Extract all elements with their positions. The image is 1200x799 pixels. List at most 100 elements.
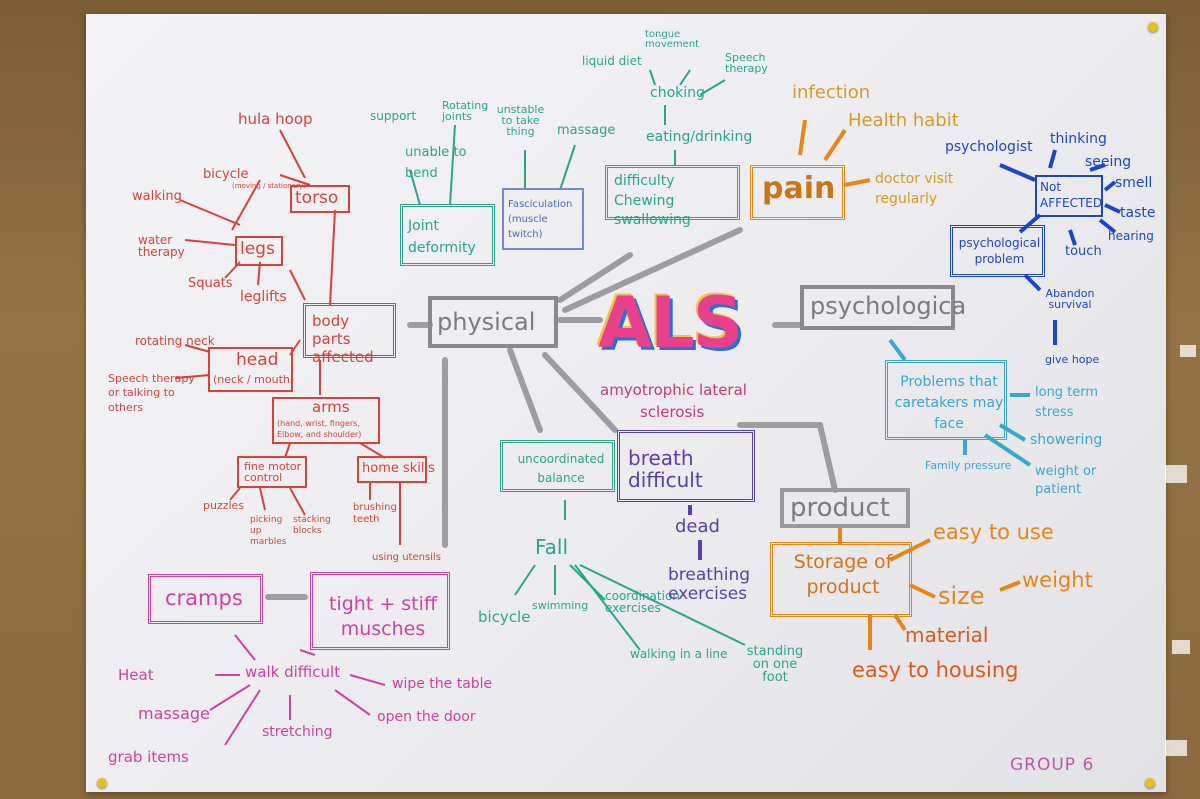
group-label: GROUP 6 bbox=[1010, 755, 1095, 775]
wipe-table-label: wipe the table bbox=[392, 676, 493, 692]
tongue-movement-label: tongue movement bbox=[645, 29, 700, 50]
pin-bottom-right bbox=[1145, 778, 1155, 788]
material-label: material bbox=[905, 623, 989, 647]
psych-problem-box bbox=[950, 225, 1045, 277]
bicycle-label: bicycle bbox=[203, 167, 249, 182]
uncoordinated-box bbox=[500, 440, 615, 492]
squats-label: Squats bbox=[188, 276, 233, 291]
rotating-neck-label: rotating neck bbox=[135, 334, 215, 348]
cramps-label: cramps bbox=[165, 586, 243, 610]
abandon-label: Abandon survival bbox=[1045, 287, 1095, 311]
pain-label: pain bbox=[762, 171, 836, 206]
walking-line-label: walking in a line bbox=[630, 647, 728, 661]
breath-label: breath difficult bbox=[628, 446, 703, 492]
fine-motor-box bbox=[237, 456, 307, 488]
home-skills-box bbox=[357, 456, 427, 483]
torso-box bbox=[290, 185, 350, 213]
physical-box bbox=[428, 296, 558, 348]
speech-therapy2-label: Speech therapy bbox=[725, 51, 768, 75]
tape-right-3 bbox=[1172, 640, 1190, 654]
not-affected-label: Not AFFECTED bbox=[1040, 180, 1103, 210]
liquid-diet-label: liquid diet bbox=[582, 54, 642, 68]
tape-right-4 bbox=[1165, 740, 1187, 756]
hula-hoop: hula hoop bbox=[238, 110, 313, 128]
massage-label: massage bbox=[557, 123, 616, 138]
health-habit-label: Health habit bbox=[848, 110, 959, 131]
weight-patient-label: weight or patient bbox=[1035, 464, 1097, 498]
weight-label: weight bbox=[1022, 568, 1093, 592]
grab-items-label: grab items bbox=[108, 748, 189, 766]
picking-marbles-label: picking up marbles bbox=[250, 515, 287, 547]
unstable-label: unstable to take thing bbox=[496, 103, 545, 138]
psych-problem-label: psychological problem bbox=[958, 236, 1041, 266]
leglifts-label: leglifts bbox=[240, 289, 287, 305]
fasciculation-label: Fasciculation (muscle twitch) bbox=[508, 199, 573, 240]
caretakers-box bbox=[885, 360, 1007, 440]
caretakers-label: Problems that caretakers may face bbox=[894, 374, 1004, 432]
touch-label: touch bbox=[1065, 244, 1102, 259]
easy-housing-label: easy to housing bbox=[852, 658, 1019, 682]
product-box bbox=[780, 488, 910, 528]
choking-label: choking bbox=[650, 85, 705, 101]
puzzles-label: puzzles bbox=[203, 499, 245, 512]
head-label: head bbox=[236, 350, 279, 370]
tape-right-1 bbox=[1180, 345, 1196, 357]
joint-box bbox=[400, 204, 495, 266]
doctor-visit-label: doctor visit regularly bbox=[875, 171, 954, 207]
body-parts-box bbox=[303, 303, 396, 358]
chewing-box bbox=[605, 165, 740, 220]
tape-right-2 bbox=[1165, 465, 1187, 483]
center-title: ALS bbox=[598, 282, 743, 364]
pin-bottom-left bbox=[97, 778, 107, 788]
breathing-ex-label: breathing exercises bbox=[668, 565, 751, 604]
hearing-label: hearing bbox=[1108, 229, 1154, 243]
head-box bbox=[208, 347, 293, 392]
product-label: product bbox=[790, 493, 891, 523]
psychological-label: psychologica bbox=[810, 292, 967, 320]
dead-label: dead bbox=[675, 516, 720, 537]
body-parts-label: body parts affected bbox=[312, 312, 374, 366]
mind-map-poster bbox=[86, 14, 1166, 792]
tight-stiff-label: tight + stiff musches bbox=[329, 593, 437, 640]
size-label: size bbox=[938, 582, 985, 610]
infection-label: infection bbox=[792, 82, 871, 103]
fall-label: Fall bbox=[535, 535, 569, 559]
heat-label: Heat bbox=[118, 666, 154, 684]
head-sub-label: (neck / mouth) bbox=[213, 373, 295, 386]
psychologist-label: psychologist bbox=[945, 139, 1033, 155]
cramps-box bbox=[148, 574, 263, 624]
uncoordinated-label: uncoordinated balance bbox=[517, 452, 605, 486]
joint-deformity-label: Joint deformity bbox=[408, 218, 476, 257]
arms-box bbox=[272, 397, 380, 444]
speech-therapy-label: Speech therapy or talking to others bbox=[108, 372, 195, 414]
open-door-label: open the door bbox=[377, 709, 476, 725]
legs-box bbox=[235, 236, 283, 266]
pin-top-right bbox=[1148, 22, 1158, 32]
rotating-joints-label: Rotating joints bbox=[442, 99, 489, 123]
support-label: support bbox=[370, 109, 417, 123]
give-hope-label: give hope bbox=[1045, 353, 1100, 366]
arms-label: arms bbox=[312, 398, 350, 416]
easy-to-use-label: easy to use bbox=[933, 520, 1054, 544]
standing-label: standing on one foot bbox=[746, 644, 804, 685]
tight-stiff-box bbox=[310, 572, 450, 650]
smell-label: smell bbox=[1115, 175, 1153, 191]
walk-difficult-label: walk difficult bbox=[245, 663, 341, 681]
eating-drinking-label: eating/drinking bbox=[646, 129, 753, 145]
walking-label: walking bbox=[132, 189, 182, 204]
physical-label: physical bbox=[437, 308, 536, 336]
using-utensils-label: using utensils bbox=[372, 552, 441, 563]
torso-label: torso bbox=[295, 188, 339, 208]
home-skills-label: home skills bbox=[362, 461, 435, 476]
breath-box bbox=[617, 430, 755, 502]
brushing-teeth-label: brushing teeth bbox=[353, 502, 397, 525]
center-subtitle-1: amyotrophic lateral bbox=[600, 381, 747, 399]
psychological-box bbox=[800, 285, 955, 330]
coordination-label: coordination exercises bbox=[605, 589, 680, 615]
thinking-label: thinking bbox=[1050, 131, 1107, 147]
massage2-label: massage bbox=[138, 704, 210, 723]
center-subtitle-2: sclerosis bbox=[640, 403, 705, 421]
storage-label: Storage of product bbox=[793, 551, 893, 598]
water-therapy-label: water therapy bbox=[138, 233, 185, 259]
